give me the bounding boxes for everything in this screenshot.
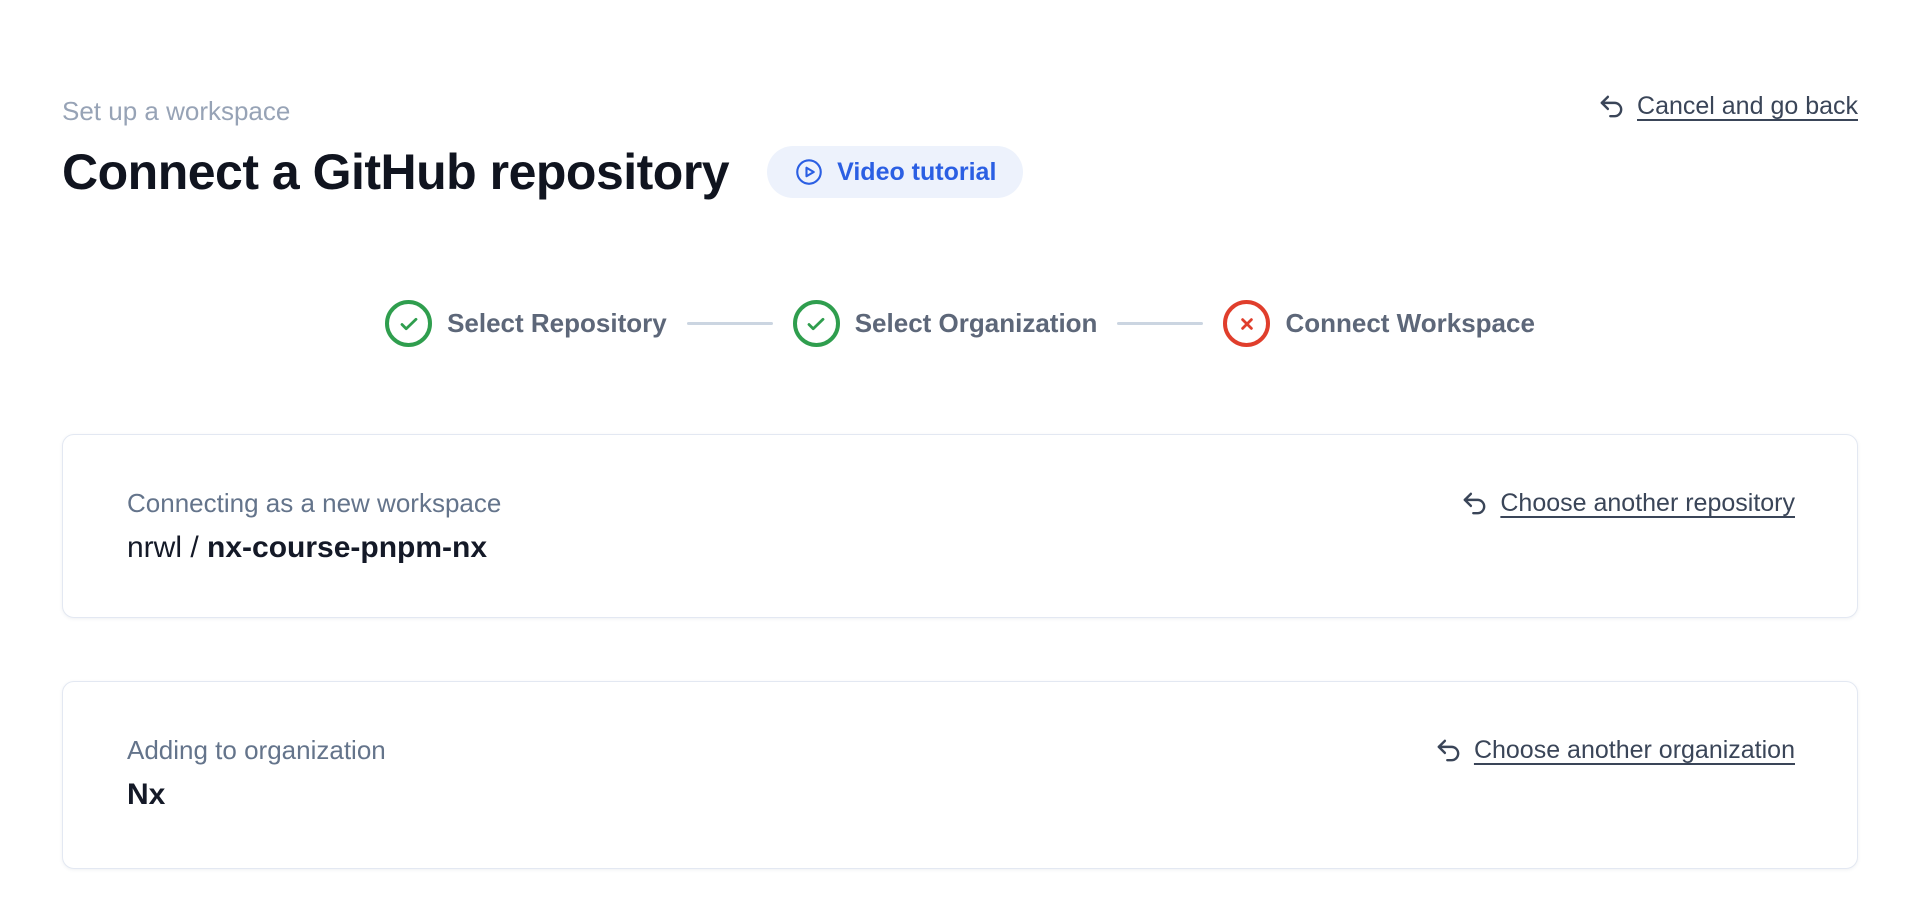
page-header: Set up a workspace Connect a GitHub repo… — [62, 92, 1858, 202]
step-label: Connect Workspace — [1285, 308, 1535, 338]
cancel-and-go-back-link[interactable]: Cancel and go back — [1597, 90, 1858, 122]
organization-card: Adding to organization Nx Choose another… — [62, 681, 1858, 869]
step-label: Select Organization — [854, 308, 1098, 338]
repository-card-label: Connecting as a new workspace — [127, 488, 502, 518]
choose-another-repository-link[interactable]: Choose another repository — [1460, 487, 1795, 519]
organization-card-label: Adding to organization — [127, 735, 386, 765]
step-select-organization: Select Organization — [792, 300, 1098, 347]
video-tutorial-label: Video tutorial — [837, 157, 997, 186]
header-left: Set up a workspace Connect a GitHub repo… — [62, 94, 1024, 202]
play-circle-icon — [794, 157, 824, 187]
choose-organization-label: Choose another organization — [1473, 736, 1795, 764]
title-row: Connect a GitHub repository Video tutori… — [62, 142, 1024, 202]
stepper: Select Repository Select Organization Co… — [62, 300, 1858, 347]
video-tutorial-button[interactable]: Video tutorial — [767, 146, 1024, 198]
organization-info: Adding to organization Nx — [127, 734, 386, 815]
breadcrumb: Set up a workspace — [62, 96, 291, 126]
cancel-link-label: Cancel and go back — [1637, 92, 1858, 120]
stepper-connector — [686, 322, 773, 325]
x-circle-icon — [1223, 300, 1271, 347]
undo-icon — [1597, 92, 1626, 121]
stepper-connector — [1117, 322, 1204, 325]
step-label: Select Repository — [447, 308, 667, 338]
step-select-repository: Select Repository — [385, 300, 667, 347]
choose-another-organization-link[interactable]: Choose another organization — [1434, 734, 1795, 766]
page-title: Connect a GitHub repository — [62, 144, 730, 200]
repository-info: Connecting as a new workspace nrwl / nx-… — [127, 487, 501, 568]
repository-owner: nrwl / — [127, 531, 208, 564]
choose-repository-label: Choose another repository — [1500, 489, 1795, 517]
undo-icon — [1460, 489, 1489, 518]
check-circle-icon — [385, 300, 433, 347]
step-connect-workspace: Connect Workspace — [1223, 300, 1535, 347]
check-circle-icon — [792, 300, 840, 347]
organization-title: Nx — [127, 778, 166, 811]
repository-slug: nx-course-pnpm-nx — [207, 531, 488, 564]
undo-icon — [1434, 736, 1463, 765]
repository-name: nrwl / nx-course-pnpm-nx — [127, 528, 501, 568]
repository-card: Connecting as a new workspace nrwl / nx-… — [62, 434, 1858, 618]
organization-name: Nx — [127, 775, 386, 815]
